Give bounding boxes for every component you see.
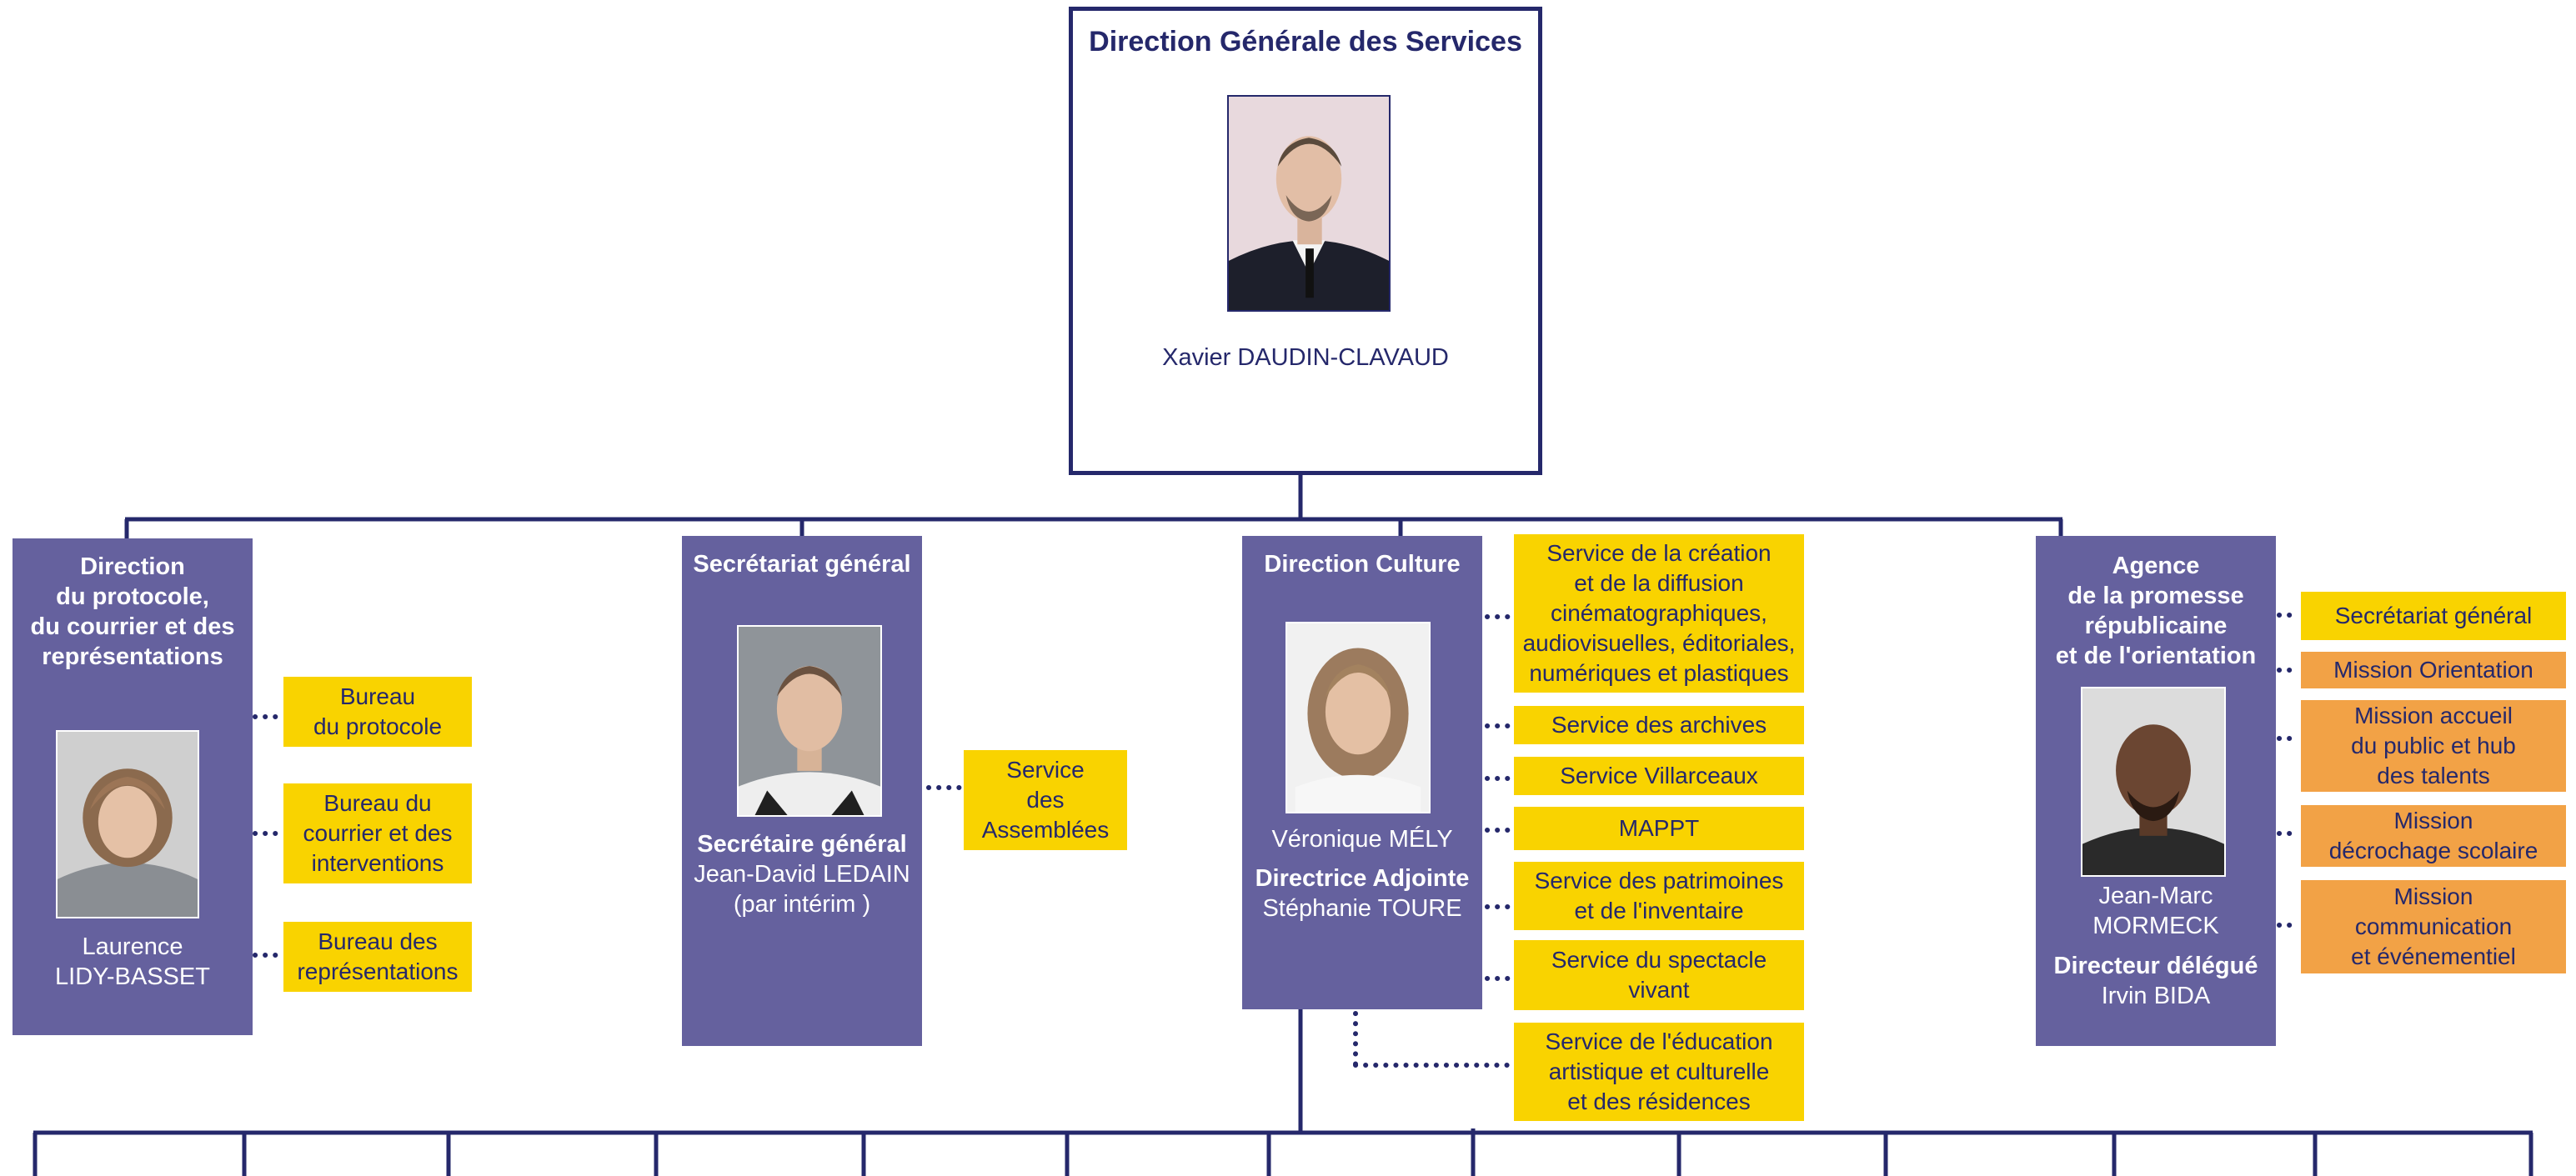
culture-deputy: Stéphanie TOURE bbox=[1262, 895, 1462, 922]
protocole-service-2: Bureau du courrier et des interventions bbox=[283, 783, 472, 883]
protocole-name: Laurence LIDY-BASSET bbox=[55, 933, 210, 990]
agence-service-4: Mission décrochage scolaire bbox=[2301, 805, 2566, 867]
agence-photo bbox=[2081, 687, 2226, 877]
agence-role: Directeur délégué bbox=[2053, 953, 2258, 979]
agence-title: Agence de la promesse républicaine et de… bbox=[2055, 553, 2257, 669]
agence-service-3: Mission accueil du public et hub des tal… bbox=[2301, 700, 2566, 792]
dgs-box: Direction Générale des Services Xavier D… bbox=[1069, 7, 1542, 475]
culture-service-3: Service Villarceaux bbox=[1514, 757, 1804, 795]
secretariat-title: Secrétariat général bbox=[693, 551, 911, 578]
agence-service-5: Mission communication et événementiel bbox=[2301, 880, 2566, 973]
connector-bottom-ticks bbox=[33, 1128, 2533, 1176]
culture-service-1: Service de la création et de la diffusio… bbox=[1514, 534, 1804, 693]
culture-service-2: Service des archives bbox=[1514, 706, 1804, 744]
protocole-service-3: Bureau des représentations bbox=[283, 922, 472, 992]
culture-service-7: Service de l'éducation artistique et cul… bbox=[1514, 1023, 1804, 1121]
agence-service-1: Secrétariat général bbox=[2301, 592, 2566, 640]
dgs-name: Xavier DAUDIN-CLAVAUD bbox=[1162, 344, 1449, 371]
agence-name: Jean-Marc MORMECK bbox=[2092, 883, 2219, 939]
secretariat-service-1: Service des Assemblées bbox=[964, 750, 1127, 850]
dir-protocole-title: Direction du protocole, du courrier et d… bbox=[30, 553, 235, 670]
agence-service-2: Mission Orientation bbox=[2301, 652, 2566, 688]
secretariat-role: Secrétaire général bbox=[697, 831, 907, 858]
culture-name: Véronique MÉLY bbox=[1271, 826, 1453, 853]
culture-photo bbox=[1285, 622, 1431, 813]
secretariat-name: Jean-David LEDAIN (par intérim ) bbox=[694, 861, 910, 918]
protocole-service-1: Bureau du protocole bbox=[283, 677, 472, 747]
culture-service-6: Service du spectacle vivant bbox=[1514, 940, 1804, 1010]
culture-title: Direction Culture bbox=[1264, 551, 1461, 578]
dgs-photo bbox=[1227, 95, 1391, 312]
dir-secretariat: Secrétariat général Secrétaire général J… bbox=[682, 536, 922, 1046]
culture-service-5: Service des patrimoines et de l'inventai… bbox=[1514, 862, 1804, 930]
dgs-title: Direction Générale des Services bbox=[1089, 26, 1522, 58]
secretariat-photo bbox=[737, 625, 882, 817]
culture-role: Directrice Adjointe bbox=[1255, 865, 1470, 892]
protocole-photo bbox=[56, 730, 199, 918]
dir-culture: Direction Culture Véronique MÉLY Directr… bbox=[1242, 536, 1482, 1009]
dir-protocole: Direction du protocole, du courrier et d… bbox=[13, 538, 253, 1035]
agence-deputy: Irvin BIDA bbox=[2101, 983, 2211, 1009]
culture-service-4: MAPPT bbox=[1514, 807, 1804, 850]
dir-agence: Agence de la promesse républicaine et de… bbox=[2036, 536, 2276, 1046]
